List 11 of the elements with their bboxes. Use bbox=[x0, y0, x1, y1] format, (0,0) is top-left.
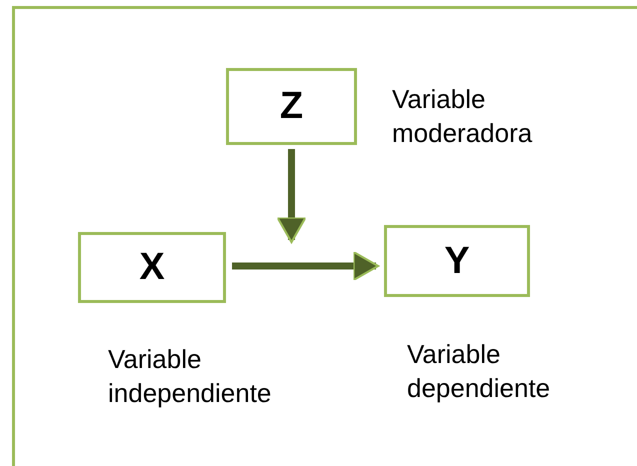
variable-letter: X bbox=[139, 246, 165, 289]
variable-box bbox=[384, 225, 530, 297]
variable-box bbox=[226, 68, 357, 145]
variable-letter: Y bbox=[444, 240, 470, 282]
arrow bbox=[276, 149, 307, 244]
variable-box bbox=[78, 232, 226, 303]
variable-letter: Z bbox=[280, 85, 304, 128]
variable-caption: Variable independiente bbox=[108, 343, 272, 410]
variable-caption: Variable dependiente bbox=[407, 338, 552, 405]
variable-caption: Variable moderadora bbox=[392, 83, 534, 150]
arrow bbox=[232, 250, 380, 282]
